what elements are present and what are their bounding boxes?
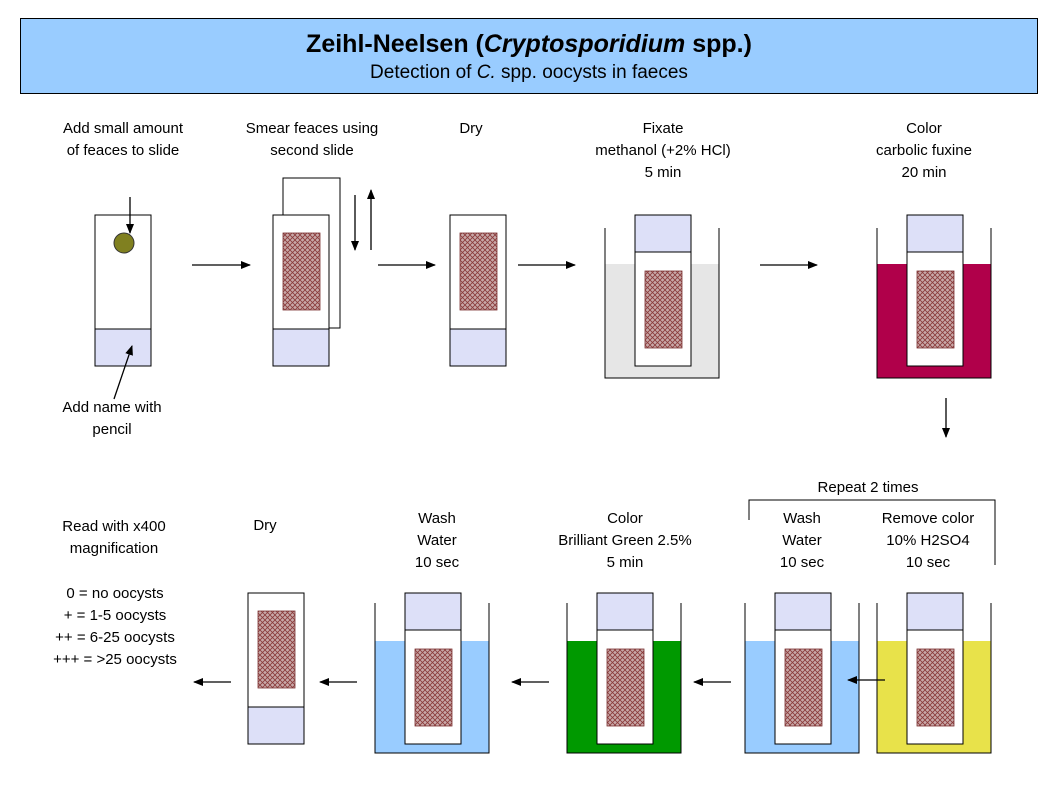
label-read: Read with x400 magnification (62, 518, 166, 557)
label-dry-2: Dry (253, 517, 277, 534)
beaker-water-1 (744, 592, 860, 754)
title-box: Zeihl-Neelsen (Cryptosporidium spp.) Det… (20, 18, 1038, 94)
label-smear: Smear feaces using second slide (245, 120, 379, 159)
arrow-name (113, 345, 133, 400)
beaker-h2so4 (876, 592, 992, 754)
title-suffix: spp.) (685, 30, 752, 58)
smear (282, 232, 321, 311)
beaker-fuxine (876, 214, 992, 379)
label-wash-2: Wash Water 10 sec (414, 510, 460, 571)
label-scores: 0 = no oocysts + = 1-5 oocysts ++ = 6-25… (53, 585, 177, 668)
slide-label-area (94, 328, 152, 367)
label-dry-1: Dry (459, 120, 483, 137)
title-prefix: Zeihl-Neelsen ( (306, 30, 484, 58)
page-subtitle: Detection of C. spp. oocysts in faeces (21, 61, 1037, 85)
feces-dot (113, 232, 135, 254)
subtitle-suffix: spp. oocysts in faeces (495, 62, 688, 83)
repeat-bracket (748, 499, 996, 565)
subtitle-genus: C. (476, 62, 496, 83)
label-fixate: Fixate methanol (+2% HCl) 5 min (595, 120, 731, 181)
slide-step-1 (94, 214, 152, 367)
slide-dry-final (247, 592, 305, 745)
beaker-water-2 (374, 592, 490, 754)
subtitle-prefix: Detection of (370, 62, 477, 83)
label-add-name: Add name with pencil (62, 399, 162, 438)
label-add-feces: Add small amount of feaces to slide (62, 120, 184, 159)
slide-step-2 (272, 177, 341, 367)
slide-step-3 (449, 214, 507, 367)
label-color-fuxine: Color carbolic fuxine 20 min (876, 120, 972, 181)
label-wash-1: Wash Water 10 sec (779, 510, 825, 571)
beaker-brilliant-green (566, 592, 682, 754)
label-remove-color: Remove color 10% H2SO4 10 sec (881, 510, 975, 571)
label-color-green: Color Brilliant Green 2.5% 5 min (558, 510, 692, 571)
label-repeat: Repeat 2 times (817, 479, 919, 496)
beaker-methanol (604, 214, 720, 379)
title-genus: Cryptosporidium (483, 30, 686, 58)
page-title: Zeihl-Neelsen (Cryptosporidium spp.) (21, 27, 1037, 61)
